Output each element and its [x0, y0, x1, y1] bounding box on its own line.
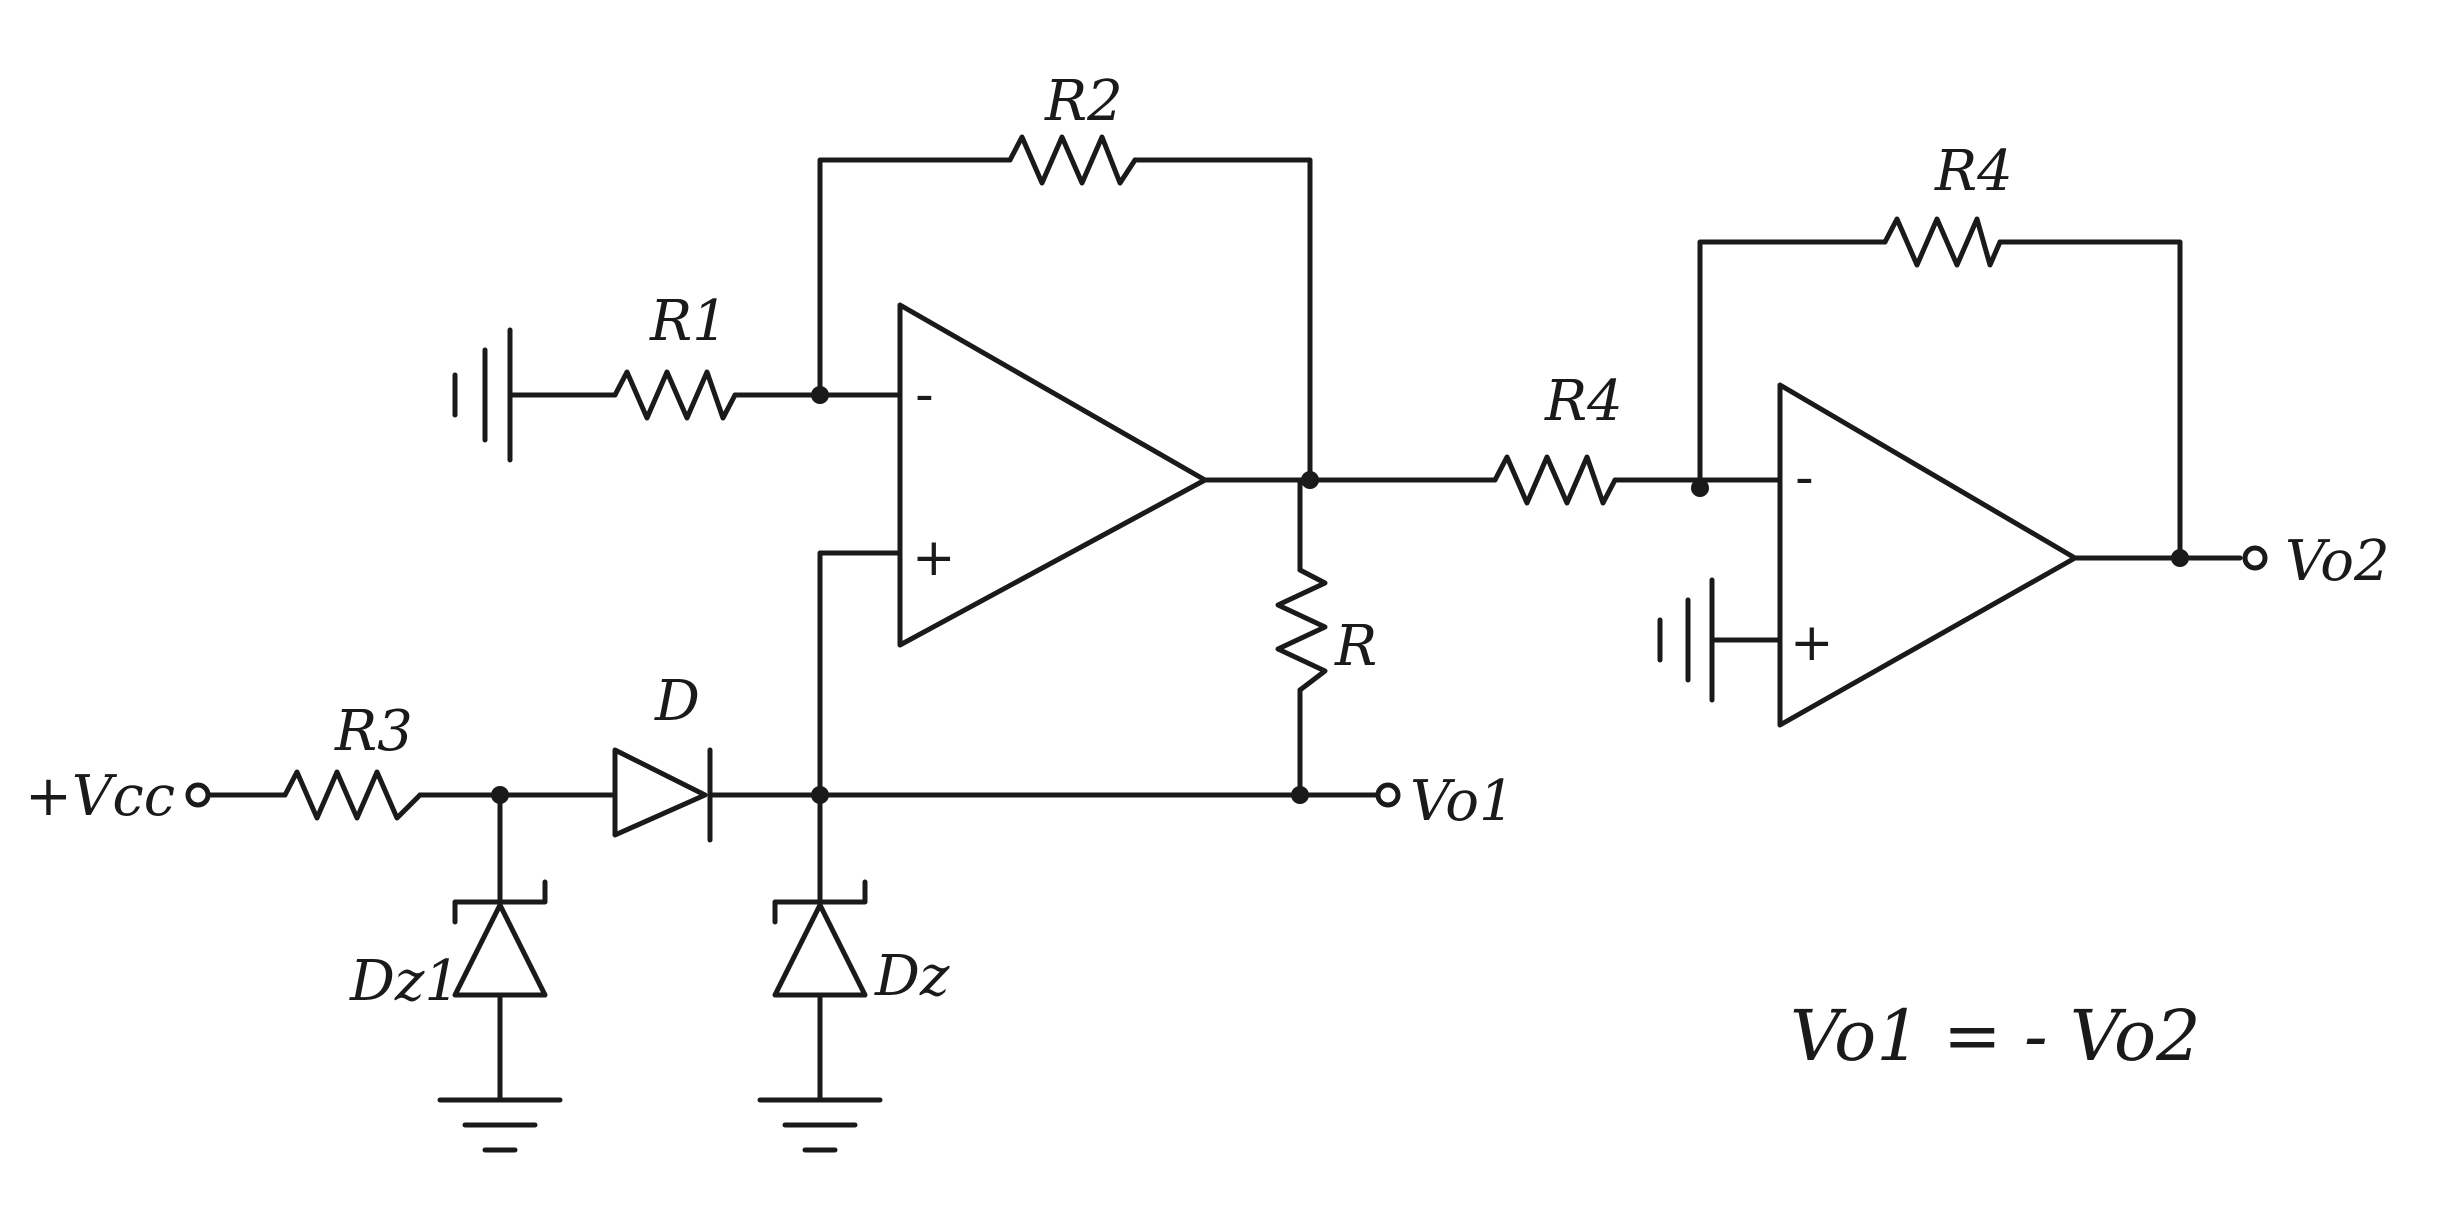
resistor-r3 [282, 769, 423, 821]
resistor-r1 [612, 369, 738, 421]
zener-dz1 [452, 879, 548, 998]
ground-opamp2 [1657, 577, 1715, 703]
zener-dz [772, 879, 868, 998]
resistor-r4-feedback [1882, 216, 2003, 268]
opamp2-plus-pin: + [1790, 613, 1834, 673]
terminal-vo1 [1375, 782, 1401, 808]
label-vo1: Vo1 [1410, 769, 1515, 834]
opamp-2 [1777, 382, 2078, 728]
label-vo2: Vo2 [2285, 529, 2390, 594]
label-vcc: +Vcc [25, 764, 175, 829]
label-r4-feedback: R4 [1934, 139, 2013, 204]
label-dz: Dz [874, 944, 950, 1009]
diode-d [612, 747, 713, 843]
equation: Vo1 = - Vo2 [1790, 995, 2201, 1077]
label-r3: R3 [334, 699, 413, 764]
label-r2: R2 [1044, 69, 1123, 134]
resistor-r2 [1007, 134, 1138, 186]
resistor-r [1275, 567, 1328, 693]
label-d: D [654, 669, 700, 734]
resistor-r4-input [1492, 454, 1618, 506]
ground-r1 [452, 327, 513, 463]
label-dz1: Dz1 [349, 949, 460, 1014]
label-r1: R1 [649, 289, 728, 354]
opamp1-plus-pin: + [912, 528, 956, 588]
opamp-1 [897, 302, 1208, 648]
junctions [491, 386, 2189, 804]
ground-dz1 [437, 1097, 563, 1153]
wires [207, 157, 2243, 1103]
label-r: R [1334, 614, 1377, 679]
opamp2-minus-pin: - [1795, 448, 1814, 508]
terminal-vcc [185, 782, 211, 808]
ground-dz [757, 1097, 883, 1153]
opamp1-minus-pin: - [915, 365, 934, 425]
terminal-vo2 [2242, 545, 2268, 571]
label-r4-input: R4 [1544, 369, 1623, 434]
